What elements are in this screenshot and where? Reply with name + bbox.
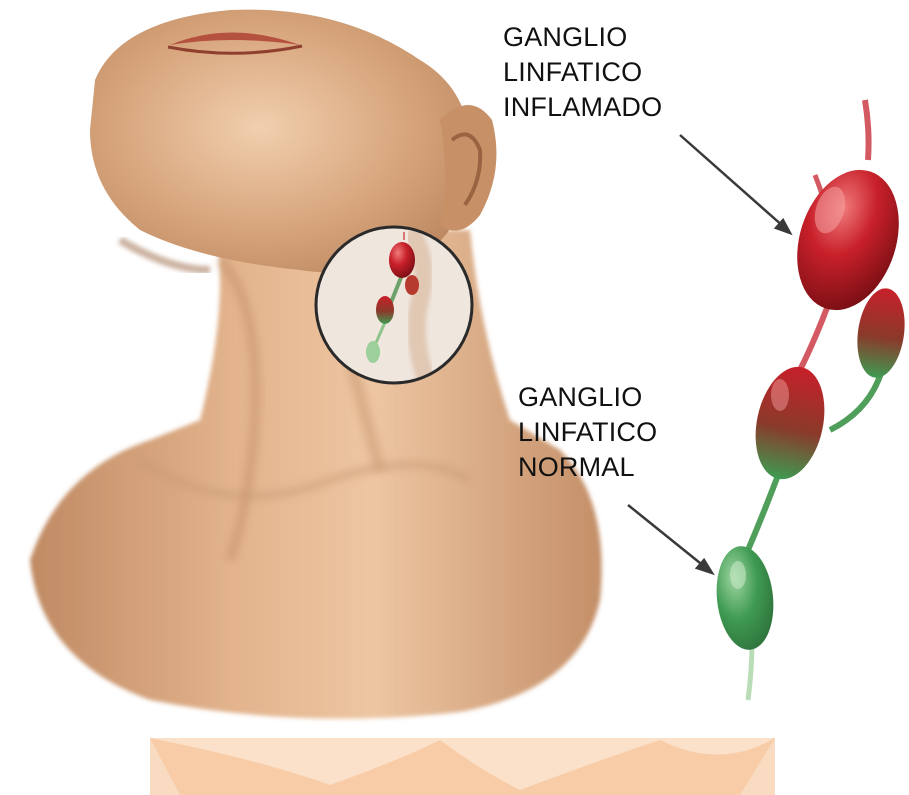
- normal-label-line-2: LINFATICO: [518, 415, 657, 450]
- normal-label-line-1: GANGLIO: [518, 380, 657, 415]
- inflamed-label-line-1: GANGLIO: [503, 20, 662, 55]
- inflamed-label-line-2: LINFATICO: [503, 55, 662, 90]
- normal-label-line-3: NORMAL: [518, 450, 657, 485]
- normal-node-label: GANGLIO LINFATICO NORMAL: [518, 380, 657, 485]
- bottom-banner: [150, 738, 775, 795]
- normal-node: [712, 543, 779, 652]
- mixed-node-middle: [746, 360, 834, 485]
- inflamed-node-label: GANGLIO LINFATICO INFLAMADO: [503, 20, 662, 125]
- inflamed-label-line-3: INFLAMADO: [503, 90, 662, 125]
